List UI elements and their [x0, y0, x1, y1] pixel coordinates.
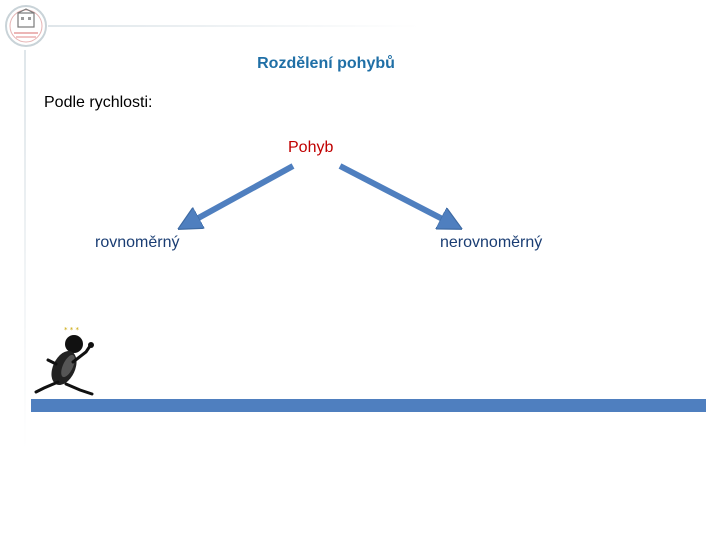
runner-icon: * * * [34, 326, 94, 396]
ground-line [31, 399, 706, 412]
arrow-left [182, 163, 295, 227]
page-title: Rozdělení pohybů [257, 55, 395, 72]
decorative-line-top [48, 25, 420, 27]
diagram-node-uniform: rovnoměrný [95, 234, 180, 251]
school-logo [5, 5, 47, 47]
arrow-right [338, 163, 458, 227]
decorative-line-left [24, 50, 26, 450]
subtitle: Podle rychlosti: [44, 94, 153, 111]
diagram-node-nonuniform: nerovnoměrný [440, 234, 543, 251]
diagram-root-node: Pohyb [288, 139, 334, 156]
svg-text:* * *: * * * [64, 326, 79, 334]
